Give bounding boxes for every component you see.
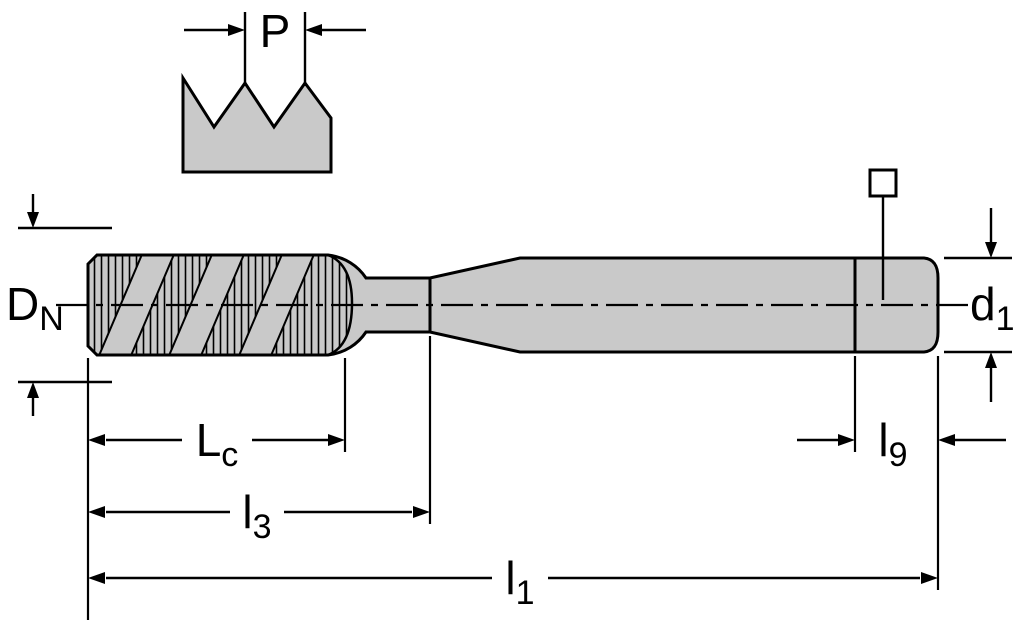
square-drive-icon — [868, 168, 898, 198]
arrowhead-left — [88, 506, 105, 518]
label-nominal-diameter: DN — [6, 278, 64, 338]
arrowhead-left — [938, 434, 955, 446]
shank-diameter-dimension: d1 — [944, 208, 1015, 402]
arrowhead-up — [27, 382, 39, 398]
square-length-dimension: l9 — [797, 414, 1006, 474]
overall-length-dimension: l1 — [88, 552, 938, 612]
pitch-dimension: P — [184, 5, 366, 57]
thread-length-dimension: l3 — [88, 486, 430, 546]
extension-lines — [86, 336, 940, 620]
label-thread-length: l3 — [242, 486, 271, 546]
arrowhead-left — [305, 24, 322, 36]
label-overall-length: l1 — [505, 552, 534, 612]
arrowhead-down — [985, 242, 997, 258]
arrowhead-left — [88, 434, 105, 446]
arrowhead-down — [27, 212, 39, 228]
square-drive-callout — [868, 168, 898, 300]
label-chamfer-length: Lc — [196, 414, 239, 474]
label-shank-diameter: d1 — [970, 278, 1015, 338]
arrowhead-right — [413, 506, 430, 518]
arrowhead-up — [985, 352, 997, 368]
arrowhead-left — [88, 572, 105, 584]
arrowhead-right — [228, 24, 245, 36]
tap-outline — [86, 253, 940, 357]
nominal-diameter-dimension: DN — [6, 194, 112, 416]
thread-profile-shape — [181, 72, 333, 174]
thread-profile-detail — [181, 12, 333, 174]
arrowhead-right — [838, 434, 855, 446]
thread-runout-curve — [327, 253, 354, 357]
label-pitch: P — [260, 5, 291, 57]
arrowhead-right — [328, 434, 345, 446]
chamfer-length-dimension: Lc — [88, 414, 345, 474]
label-square-length: l9 — [878, 414, 907, 474]
arrowhead-right — [921, 572, 938, 584]
